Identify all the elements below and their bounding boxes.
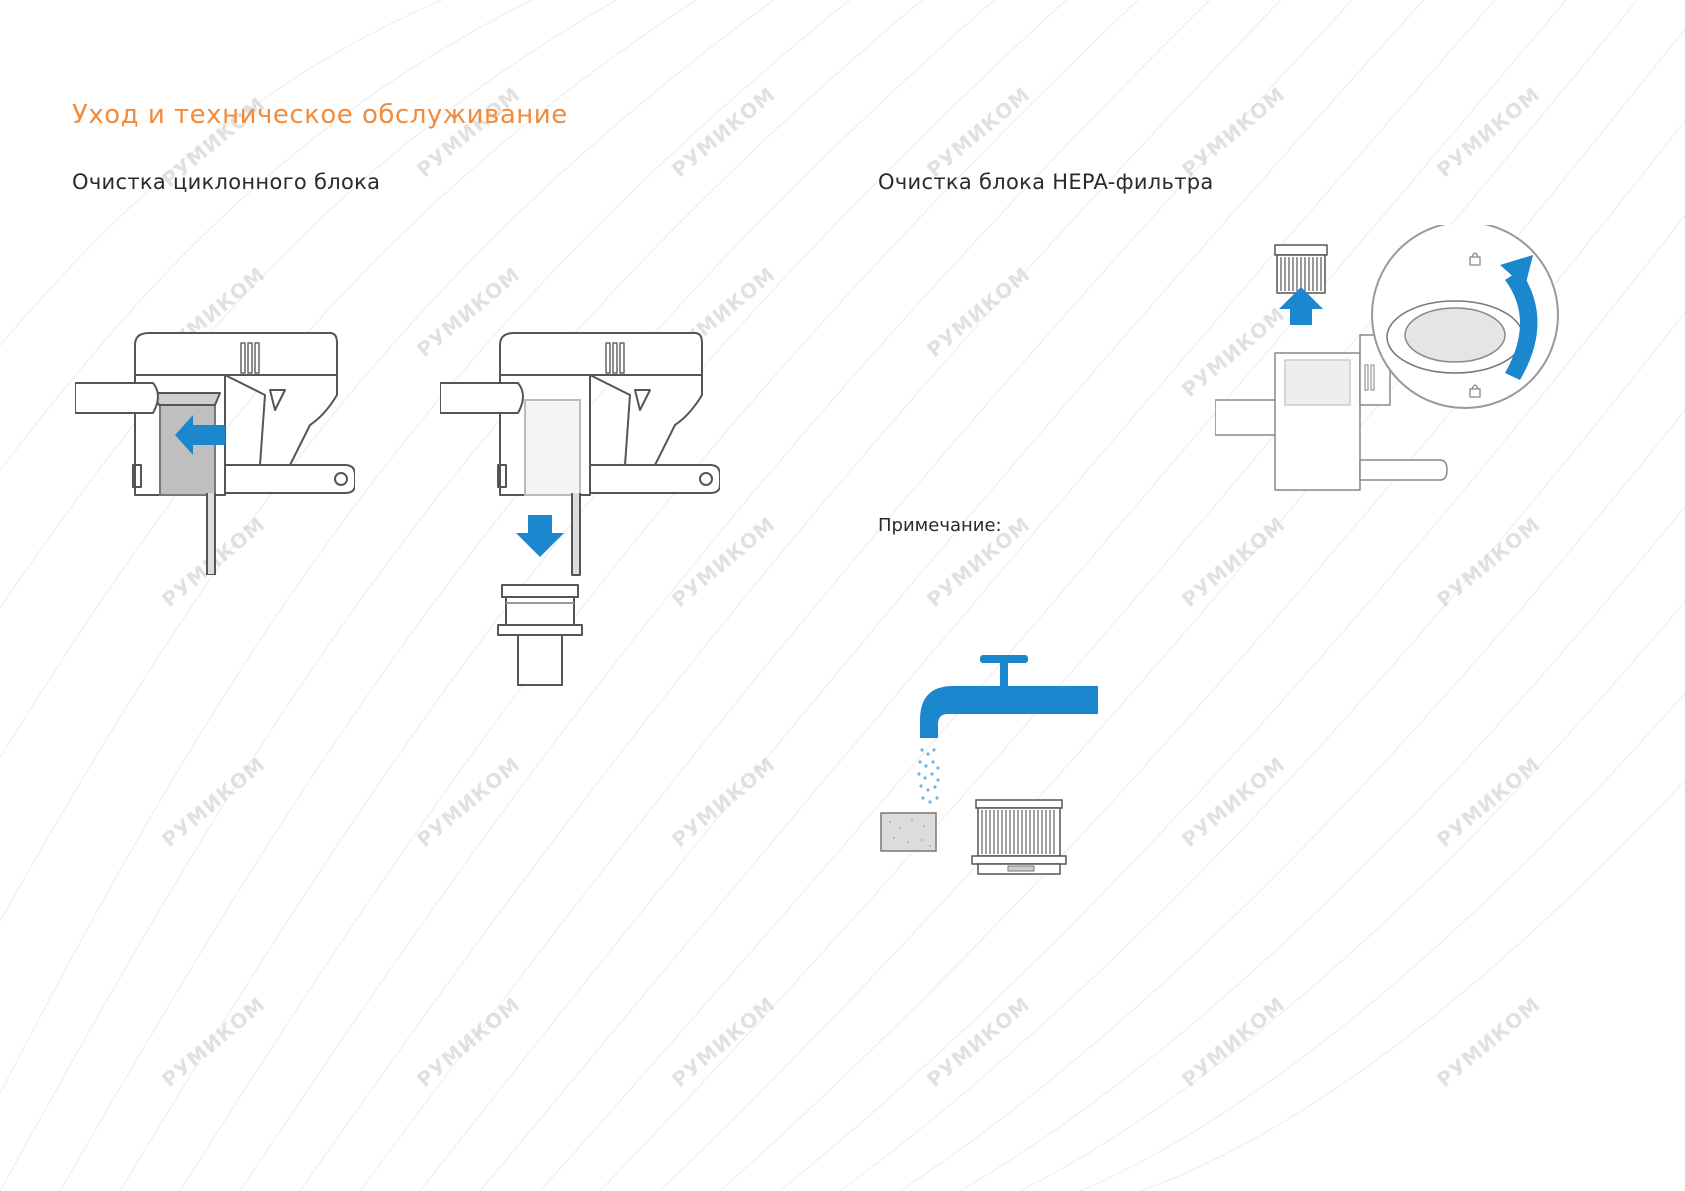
- section-heading-cyclone: Очистка циклонного блока: [72, 170, 381, 194]
- vacuum-remove-cyclone-illustration: [75, 332, 355, 575]
- section-heading-hepa: Очистка блока HEPA-фильтра: [878, 170, 1214, 194]
- vacuum-drop-cyclone-illustration: [440, 332, 720, 686]
- page-title: Уход и техническое обслуживание: [72, 100, 568, 130]
- note-label: Примечание:: [878, 515, 1002, 536]
- wash-filter-under-tap-illustration: [880, 655, 1098, 875]
- hepa-twist-remove-illustration: [1215, 225, 1559, 491]
